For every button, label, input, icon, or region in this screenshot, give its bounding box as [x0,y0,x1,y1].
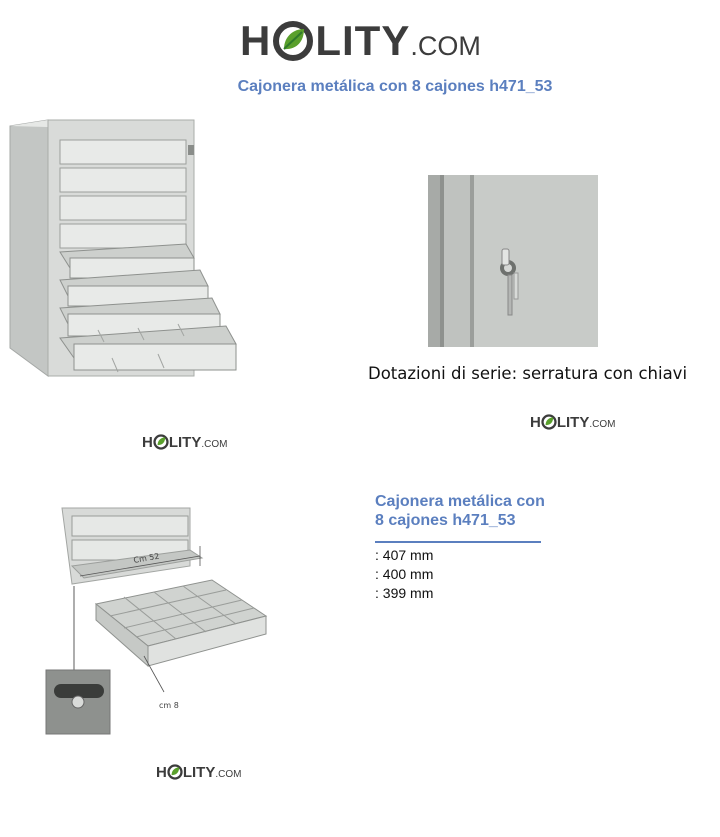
dimension-width-label: Cm 52 [133,552,160,565]
spec-list: : 407 mm : 400 mm : 399 mm [375,546,433,603]
logo-leaf-icon [273,21,314,61]
page-title: Cajonera metálica con 8 cajones h471_53 [237,78,553,95]
logo-letter-h: H [142,433,153,451]
spec-divider [375,541,541,543]
logo-letter-h: H [530,413,541,431]
logo-letters-lity: LITY [182,763,216,781]
logo-letters-lity: LITY [556,413,590,431]
cabinet-with-8-drawers-image [9,119,237,377]
logo-leaf-icon [153,434,169,450]
brand-logo-small-2[interactable]: H LITY .COM [530,412,615,432]
logo-letters-lity: LITY [168,433,202,451]
logo-letter-h: H [156,763,167,781]
spec-title-line-1: Cajonera metálica con [375,493,545,510]
brand-logo-small-1[interactable]: H LITY .COM [142,432,227,452]
logo-leaf-icon [167,764,183,780]
logo-letters-lity: LITY [315,17,411,64]
spec-title: Cajonera metálica con 8 cajones h471_53 [375,492,545,530]
logo-suffix: .COM [215,768,242,780]
logo-suffix: .COM [410,30,481,61]
dimension-height-label: cm 8 [159,701,179,710]
drawer-compartments-image: Cm 52 cm 8 [45,507,268,735]
brand-logo-main[interactable]: H LITY .COM [240,16,481,66]
logo-suffix: .COM [201,438,228,450]
logo-suffix: .COM [589,418,616,430]
spec-row: : 400 mm [375,566,434,582]
logo-leaf-icon [541,414,557,430]
spec-title-line-2: 8 cajones h471_53 [375,512,516,529]
lock-with-keys-image [428,175,598,347]
logo-letter-h: H [240,17,272,64]
spec-row: : 399 mm [375,585,434,601]
spec-row: : 407 mm [375,547,434,563]
lock-caption: Dotazioni di serie: serratura con chiavi [368,364,688,383]
brand-logo-small-3[interactable]: H LITY .COM [156,762,241,782]
